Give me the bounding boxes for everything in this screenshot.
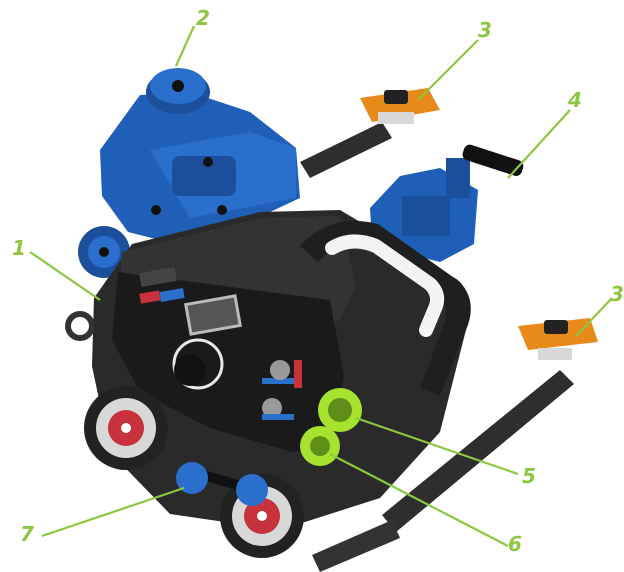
callout-3-right: 3 bbox=[610, 282, 624, 306]
top-adjustment-knob bbox=[146, 68, 210, 116]
callout-2: 2 bbox=[196, 6, 210, 30]
callout-6: 6 bbox=[508, 532, 522, 556]
callout-4: 4 bbox=[568, 88, 582, 112]
leader-lines bbox=[29, 25, 613, 547]
green-connectors bbox=[300, 388, 362, 466]
callout-7: 7 bbox=[20, 522, 34, 546]
front-left-wheel bbox=[84, 386, 168, 470]
callout-5: 5 bbox=[522, 464, 536, 488]
carry-handle bbox=[300, 220, 471, 396]
speed-dial bbox=[172, 338, 224, 390]
rear-guide-rail bbox=[300, 122, 392, 178]
blue-carriage-block bbox=[100, 92, 300, 244]
eyelet-ring bbox=[65, 311, 95, 341]
control-panel bbox=[112, 266, 344, 452]
side-blue-knob bbox=[78, 226, 130, 278]
orange-clamp-right bbox=[518, 318, 598, 360]
callout-3-top: 3 bbox=[478, 18, 492, 42]
callout-1: 1 bbox=[12, 236, 26, 260]
clutch-lever bbox=[176, 462, 268, 506]
toggle-switches bbox=[262, 360, 302, 420]
right-guide-rail bbox=[312, 370, 574, 572]
orange-clamp-top bbox=[360, 88, 440, 124]
